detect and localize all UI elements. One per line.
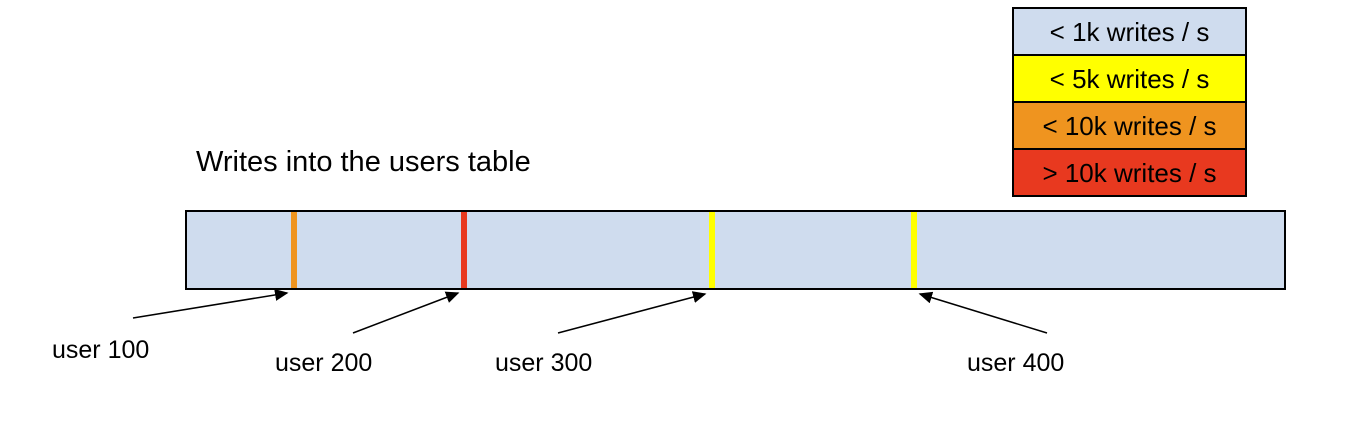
write-rate-legend: < 1k writes / s < 5k writes / s < 10k wr…: [1012, 7, 1247, 197]
arrow-user-100: [132, 289, 289, 319]
legend-label-lt-1k: < 1k writes / s: [1049, 16, 1210, 47]
marker-user-400: [911, 212, 917, 288]
user-300-label: user 300: [495, 349, 593, 377]
marker-user-100: [291, 212, 297, 288]
diagram-title: Writes into the users table: [196, 146, 531, 178]
user-200-label: user 200: [275, 349, 373, 377]
legend-label-lt-5k: < 5k writes / s: [1049, 63, 1210, 94]
users-table-bar: [185, 210, 1286, 290]
legend-row-lt-5k: < 5k writes / s: [1012, 54, 1247, 103]
marker-user-300: [709, 212, 715, 288]
legend-label-lt-10k: < 10k writes / s: [1042, 110, 1217, 141]
arrow-user-400: [918, 291, 1048, 334]
user-100-label: user 100: [52, 336, 150, 364]
marker-user-200: [461, 212, 467, 288]
arrow-user-300: [557, 291, 707, 334]
legend-label-gt-10k: > 10k writes / s: [1042, 157, 1217, 188]
user-400-label: user 400: [967, 349, 1065, 377]
legend-row-gt-10k: > 10k writes / s: [1012, 148, 1247, 197]
arrow-user-200: [352, 291, 460, 334]
legend-row-lt-10k: < 10k writes / s: [1012, 101, 1247, 150]
legend-row-lt-1k: < 1k writes / s: [1012, 7, 1247, 56]
